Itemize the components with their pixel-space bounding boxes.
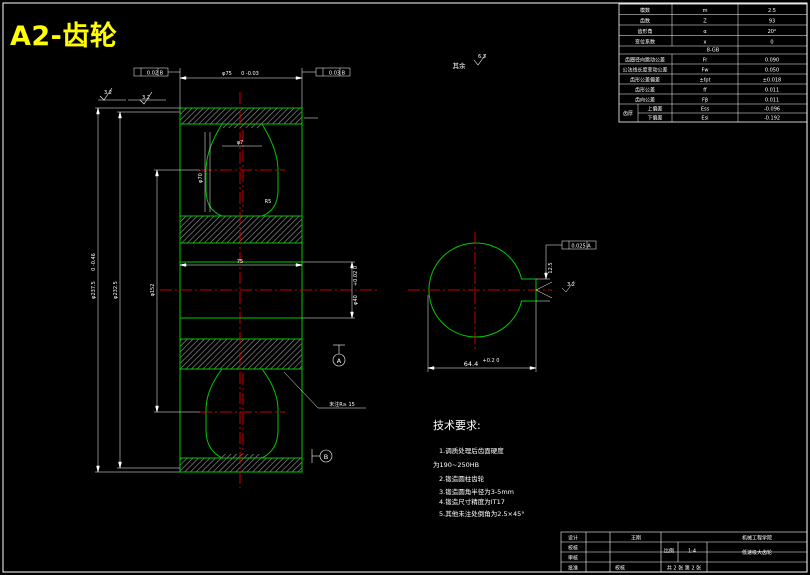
web-diameter-label: φ152 [150,284,156,297]
thickness-row-1-value: -0.096 [764,107,780,113]
keyway-dimensions [427,240,597,372]
key-width-label: 12.5 [548,262,554,273]
tech-req-item-2: 2.锻造圆柱齿轮 [439,474,485,483]
chamfer-radius-label: R5 [265,199,272,205]
param-row-3-name: 齿形角 [637,28,652,35]
bore-diameter-label: φ40 [353,295,359,305]
thickness-row-2-value: -0.192 [764,116,780,122]
web-hole-dims [204,132,262,212]
precision-row-4-name: 齿形公差 [635,87,655,94]
thickness-row-1-symbol: Ess [701,107,710,113]
datum-a-symbol [332,344,346,367]
hole-diameter-label: φ7 [237,140,243,146]
precision-row-1-value: 0.090 [765,58,779,64]
precision-row-5-name: 齿向公差 [635,97,655,104]
precision-row-1-symbol: Fr [703,58,709,64]
precision-row-2-symbol: Fw [702,68,709,74]
runout-frame-right: 0.03 B [329,71,346,77]
remaining-roughness-label: 其余 [453,61,467,70]
remaining-roughness-value: 6.3 [478,54,486,60]
gear-section-view: φ7 φ70 R5 φ75 0 -0.03 0.02 B 0.03 B [91,67,380,488]
tip-diameter-label: φ237.5 [91,281,97,299]
tb-design-label: 设计 [568,535,578,542]
technical-requirements: 技术要求: 1.调质处理后齿面硬度 为190~250HB 2.锻造圆柱齿轮 3.… [433,419,525,518]
tb-scale-value: 1:4 [688,549,696,555]
gear-parameter-table: 模数 m 2.5 齿数 Z 93 齿形角 α 20° 变位系数 x 0 8-GB… [618,3,808,123]
hub-circle-outline [428,242,537,338]
title-block: 设计 王刚 校核 审核 批准 校核 机械工程学院 比例 1:4 共 2 张 第 … [560,531,808,573]
tech-req-item-5: 5.其他未注处倒角为2.5×45° [439,509,525,518]
precision-row-3-value: ±0.018 [763,78,782,84]
datum-a-label: A [337,357,342,365]
thickness-label: 齿厚 [623,111,633,117]
tb-scale-label: 比例 [664,548,674,555]
precision-row-2-name: 公法线长度变动公差 [622,67,667,74]
precision-row-4-value: 0.011 [765,88,779,94]
tech-req-item-3: 3.锻造圆角半径为3-5mm [439,487,514,496]
datum-b-label: B [324,453,328,461]
tech-req-item-1: 1.调质处理后齿面硬度 [439,446,504,455]
precision-row-1-name: 齿圈径向跳动公差 [625,57,665,64]
fillet-note: 未注R≥ 15 [329,401,355,408]
roughness-symbol-left [99,87,153,105]
tb-sheets: 共 2 张 第 2 张 [667,565,701,572]
precision-row-5-symbol: Fβ [702,98,708,104]
tb-designer-name: 王刚 [631,535,641,542]
thickness-row-2-name: 下偏差 [647,115,662,122]
param-row-4-symbol: x [704,40,707,46]
outer-diameter-label: φ75 [222,71,232,77]
runout-frame-left: 0.02 B [147,71,164,77]
tb-approve-extra: 校核 [615,565,625,572]
precision-row-3-name: 齿形公差偏差 [630,77,660,84]
param-row-4-value: 0 [770,40,773,46]
tb-part-name: 低速级大齿轮 [742,549,772,556]
roughness-left-value: 3.2 [104,90,112,96]
param-row-2-name: 齿数 [640,18,650,25]
tb-audit-label: 审核 [568,555,578,562]
tb-school: 机械工程学院 [742,535,772,542]
precision-row-5-value: 0.011 [765,98,779,104]
param-row-2-symbol: Z [703,19,707,25]
param-row-1-symbol: m [703,8,708,14]
web-height-label: φ70 [198,173,204,183]
width-label: 75 [237,259,243,265]
fillet-leader [283,371,366,409]
tip-diameter-tolerance: 0 -0.46 [91,253,97,271]
root-diameter-label: φ232.5 [113,281,119,299]
tech-req-item-1b: 为190~250HB [433,460,479,469]
datum-b-symbol [311,449,333,463]
param-row-3-symbol: α [703,29,707,35]
key-symmetry-frame: 0.025 A [571,244,591,250]
outer-diameter-tolerance: 0 -0.03 [241,71,259,77]
keyway-depth-label: 64.4 [464,360,478,368]
drawing-title: A2-齿轮 [10,21,118,52]
param-row-1-value: 2.5 [768,8,776,14]
hub-center-lines [408,232,552,350]
key-roughness-value: 3.2 [567,282,575,288]
keyway-depth-tolerance: +0.2 0 [483,358,500,364]
param-row-4-name: 变位系数 [635,39,655,46]
tech-req-heading: 技术要求: [433,419,481,432]
center-lines [160,92,380,488]
tb-check-label: 校核 [568,545,578,552]
precision-row-3-symbol: ±fpt [699,78,710,84]
thickness-row-2-symbol: Esi [701,116,708,122]
param-row-1-name: 模数 [640,7,650,14]
precision-row-4-symbol: ff [703,88,707,94]
keyway-hub-view: 12.5 0.025 A 3.2 64.4 +0.2 0 [408,232,597,372]
precision-row-2-value: 0.050 [765,68,779,74]
tech-req-item-4: 4.锻造尺寸精度为IT17 [439,497,505,506]
param-row-3-value: 20° [768,29,777,35]
precision-grade: 8-GB [707,48,720,54]
thickness-row-1-name: 上偏差 [647,106,662,113]
roughness-left2-value: 3.2 [142,95,150,101]
remaining-roughness: 其余 6.3 [453,53,487,70]
bore-diameter-tolerance: +0.02 0 [353,266,359,286]
param-row-2-value: 93 [769,19,775,25]
bore-width-dimension [179,261,355,319]
tb-approve-label: 批准 [568,565,578,572]
left-dimension-lines [95,107,200,473]
